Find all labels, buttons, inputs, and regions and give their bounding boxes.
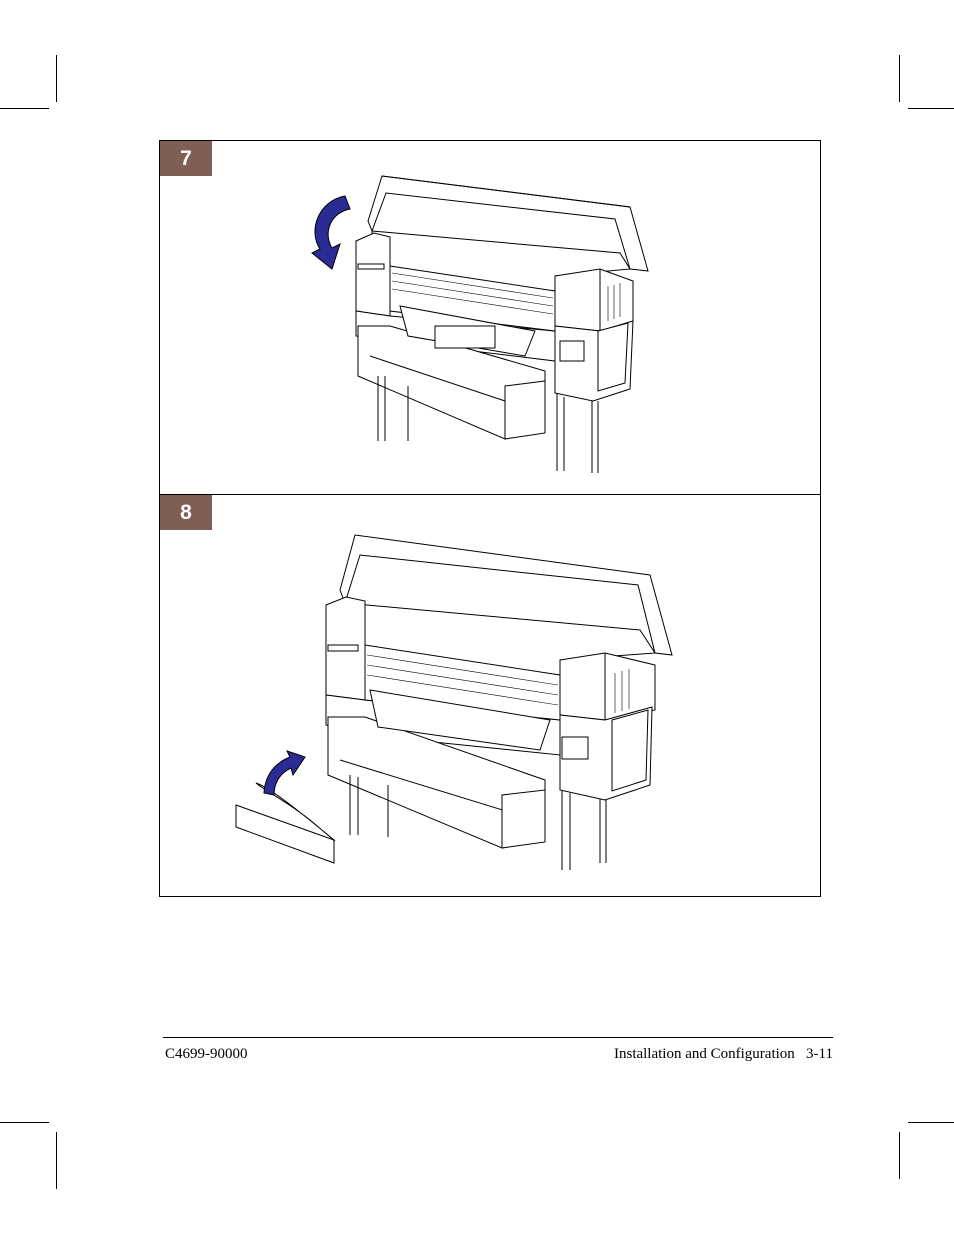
crop-mark-bottom-right-v [899,1132,900,1179]
crop-mark-top-left-h [0,108,49,109]
section-title: Installation and Configuration [614,1046,795,1062]
crop-mark-bottom-right-h [908,1122,954,1123]
footer-section: Installation and Configuration 3-11 [614,1046,833,1063]
crop-mark-top-left-v [56,55,57,102]
crop-mark-top-right-v [899,55,900,102]
step-7-panel: 7 [159,140,821,495]
document-number: C4699-90000 [165,1046,248,1063]
crop-mark-top-right-h [908,108,954,109]
printer-illustration-close-cover [160,141,820,494]
crop-mark-bottom-left-v [56,1132,57,1189]
page-number: 3-11 [806,1046,833,1062]
step-8-panel: 8 [159,494,821,897]
footer-rule [163,1037,833,1038]
crop-mark-bottom-left-h [0,1122,49,1123]
printer-illustration-remove-label [160,495,820,896]
